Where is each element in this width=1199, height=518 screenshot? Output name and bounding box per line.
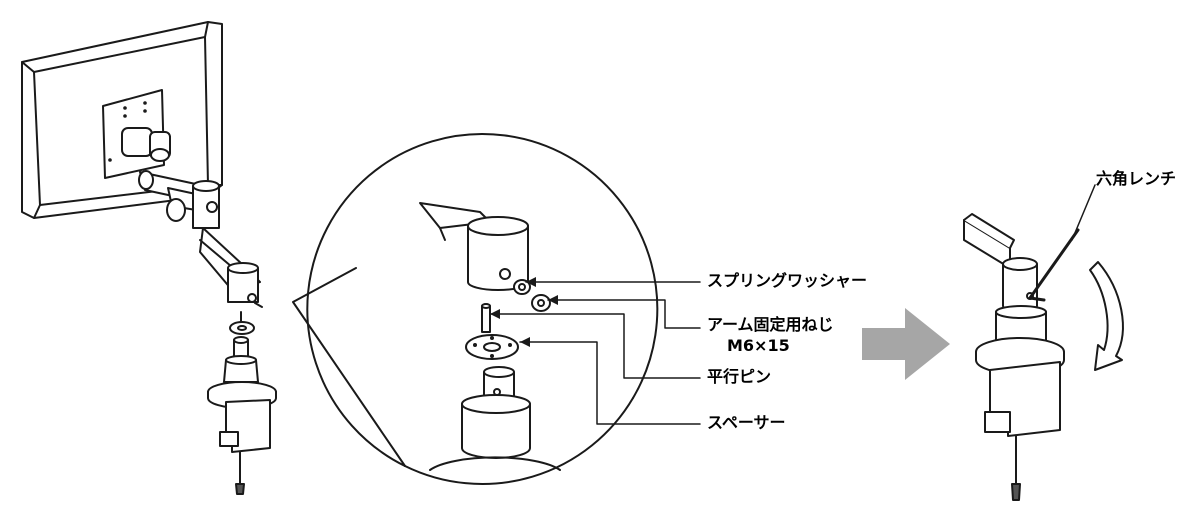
label-hex-wrench: 六角レンチ [1096, 169, 1177, 188]
label-spacer: スペーサー [707, 413, 786, 432]
label-parallel-pin: 平行ピン [707, 367, 772, 386]
label-spring-washer: スプリングワッシャー [707, 271, 868, 290]
label-arm-screw-size: M6×15 [727, 336, 790, 355]
leader-parallel-pin [489, 313, 701, 379]
leader-spacer [519, 341, 701, 425]
monitor-assembly-illustration [21, 21, 277, 495]
detail-circle [306, 133, 659, 467]
leader-arm-screw [547, 299, 701, 329]
leader-arrowheads [490, 277, 558, 347]
wrench-tightening-illustration [963, 213, 1124, 501]
rotation-arrow-icon [1089, 261, 1124, 371]
process-arrow-icon [862, 308, 950, 380]
magnified-detail-illustration [292, 133, 659, 485]
leader-lines [489, 184, 1096, 425]
label-arm-screw: アーム固定用ねじ [707, 315, 834, 334]
